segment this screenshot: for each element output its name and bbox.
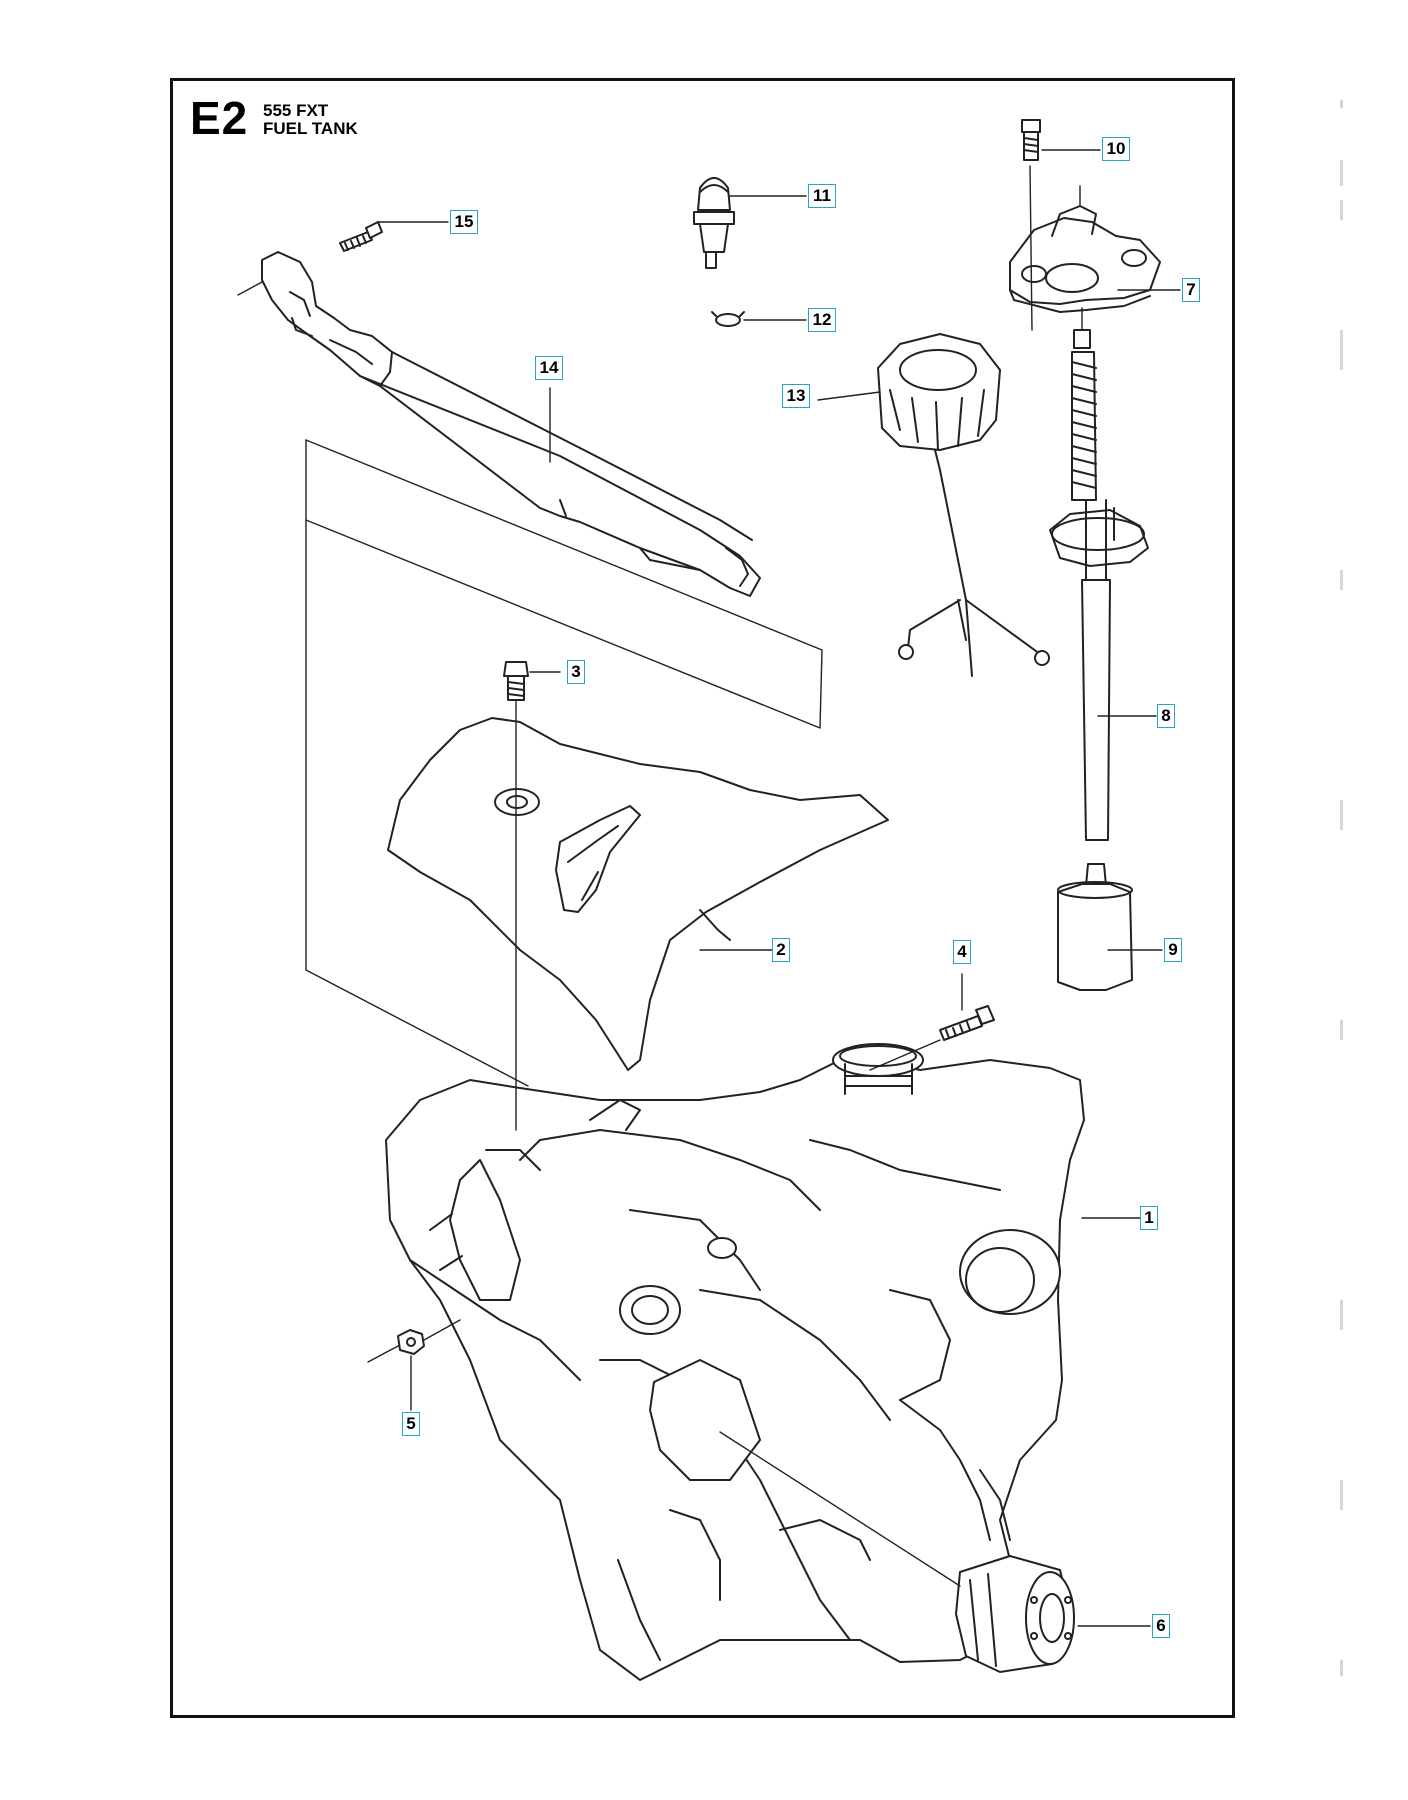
diagram-frame — [170, 78, 1235, 1718]
callout-1[interactable]: 1 — [1140, 1206, 1158, 1230]
leader-13 — [817, 391, 881, 401]
guide-bushing-6 — [719, 1431, 961, 1587]
guide-box-top — [305, 439, 823, 729]
title-block: 555 FXT FUEL TANK — [263, 102, 358, 138]
callout-8[interactable]: 8 — [1157, 704, 1175, 728]
scan-margin-marks — [1340, 100, 1344, 1720]
model-name: 555 FXT — [263, 101, 329, 120]
guide-nut-5 — [367, 1319, 461, 1363]
part-4-screw — [939, 1005, 995, 1041]
section-code: E2 — [190, 92, 249, 144]
callout-5[interactable]: 5 — [402, 1412, 420, 1436]
part-14-handle — [261, 251, 761, 597]
guide-box-left — [305, 439, 529, 1087]
guide-screw-4 — [869, 1039, 941, 1071]
guide-bracket-7 — [1029, 165, 1081, 331]
part-8-fuel-hose — [1049, 329, 1149, 841]
part-3-screw — [503, 661, 529, 701]
diagram-title: FUEL TANK — [263, 119, 358, 138]
part-13-fuel-cap — [877, 333, 1050, 677]
callout-2[interactable]: 2 — [772, 938, 790, 962]
part-6-bushing — [955, 1555, 1075, 1673]
part-11-primer-bulb — [693, 177, 735, 269]
callout-9[interactable]: 9 — [1164, 938, 1182, 962]
part-2-cover — [387, 717, 889, 1071]
callout-6[interactable]: 6 — [1152, 1614, 1170, 1638]
part-10-screw — [1021, 119, 1041, 161]
callout-15[interactable]: 15 — [450, 210, 478, 234]
callout-11[interactable]: 11 — [808, 184, 836, 208]
part-7-bracket — [1009, 205, 1161, 313]
part-15-screw — [339, 221, 383, 252]
guide-14-left — [237, 281, 263, 296]
callout-10[interactable]: 10 — [1102, 137, 1130, 161]
callout-7[interactable]: 7 — [1182, 278, 1200, 302]
part-12-clamp — [711, 311, 745, 327]
part-9-fuel-filter — [1057, 863, 1133, 991]
callout-3[interactable]: 3 — [567, 660, 585, 684]
callout-13[interactable]: 13 — [782, 384, 810, 408]
callout-14[interactable]: 14 — [535, 356, 563, 380]
part-5-nut — [397, 1329, 425, 1355]
callout-12[interactable]: 12 — [808, 308, 836, 332]
leader-lines — [237, 149, 1181, 1627]
callout-4[interactable]: 4 — [953, 940, 971, 964]
part-1-fuel-tank — [385, 1043, 1085, 1681]
